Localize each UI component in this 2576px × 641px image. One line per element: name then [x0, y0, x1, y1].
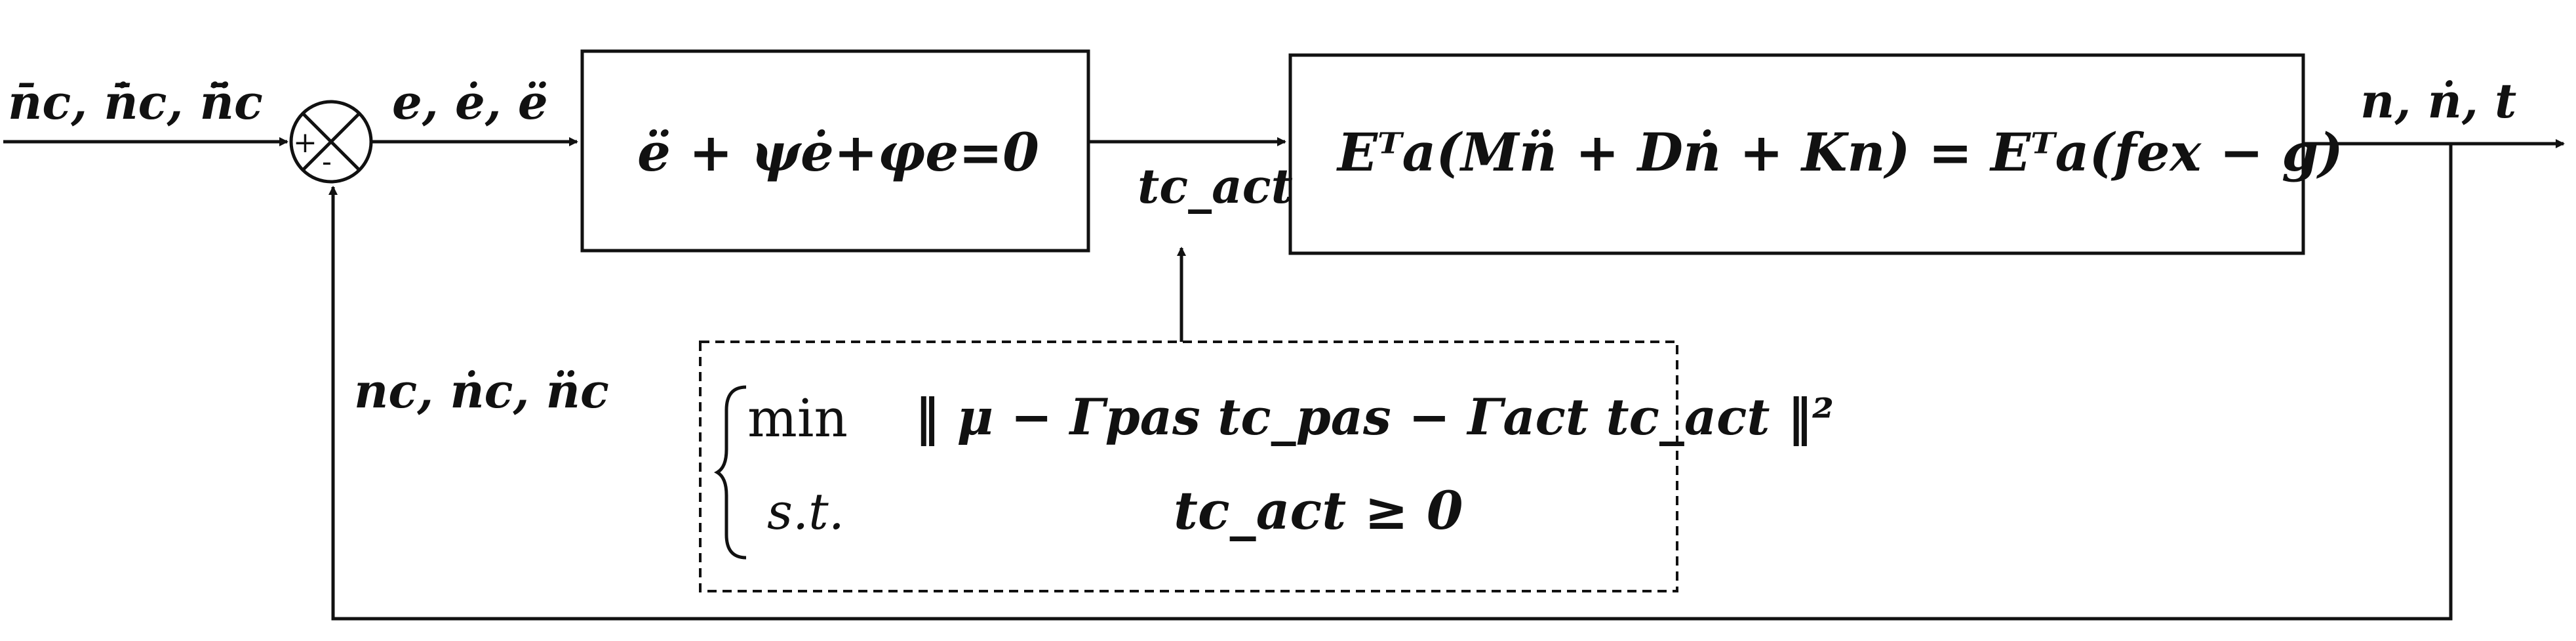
objective-expression: ‖ μ − Γpas tc_pas − Γact tc_act ‖² [915, 388, 1834, 446]
optimization-block [699, 341, 1678, 592]
output-label: n, ṅ, t [2360, 73, 2517, 129]
reference-input-label: n̄c, n̄̇c, n̄̈c [8, 74, 263, 130]
feedback-label: nc, ṅc, n̈c [354, 363, 609, 419]
constraint-keyword: s.t. [767, 482, 844, 541]
tension-command-label: tc_act [1138, 158, 1293, 214]
constraint-expression: tc_act ≥ 0 [1174, 480, 1463, 541]
sum-minus-sign: - [322, 145, 332, 178]
error-dynamics-block [580, 49, 1090, 253]
plant-equation: Eᵀa(Mn̈ + Dṅ + Kn) = Eᵀa(fex − g) [1338, 121, 2343, 183]
error-label: e, ė, ë [392, 74, 548, 130]
plant-block [1288, 53, 2305, 255]
feedback-path [328, 144, 2453, 621]
brace [713, 385, 747, 560]
error-dynamics-equation: ë + ψė+φe=0 [637, 121, 1039, 183]
sum-plus-sign: + [293, 126, 317, 159]
objective-keyword: min [747, 388, 848, 449]
